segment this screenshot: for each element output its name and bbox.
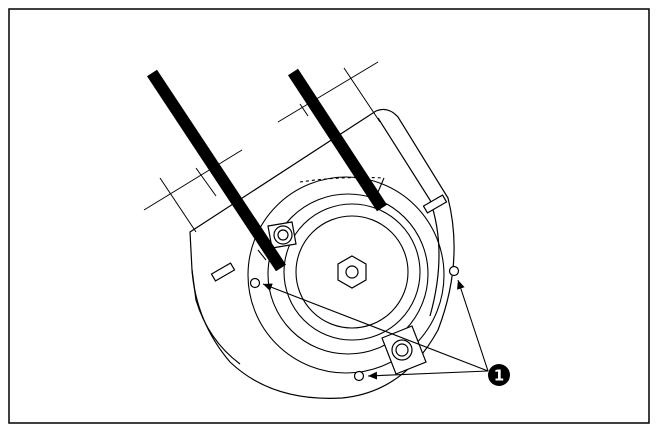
belt-tension-dimension-right	[277, 61, 381, 123]
cover-clip-left	[210, 262, 236, 282]
cover-hole-left	[249, 277, 261, 289]
callout-1: 1	[488, 364, 510, 386]
pulley	[247, 176, 445, 374]
figure-frame	[8, 8, 650, 424]
belt-tension-dimension-left	[143, 149, 243, 233]
callout-leaders	[262, 279, 489, 380]
cover-clip-right	[422, 194, 448, 214]
mounting-screw-lower	[381, 325, 427, 375]
mounting-screw-upper	[267, 221, 297, 249]
cover-hole-bottom	[353, 370, 365, 382]
cover-hole-right	[448, 265, 460, 277]
belt-left	[146, 69, 287, 272]
callout-1-label: 1	[494, 367, 504, 385]
belt-right	[287, 68, 388, 212]
center-nut	[337, 255, 367, 289]
